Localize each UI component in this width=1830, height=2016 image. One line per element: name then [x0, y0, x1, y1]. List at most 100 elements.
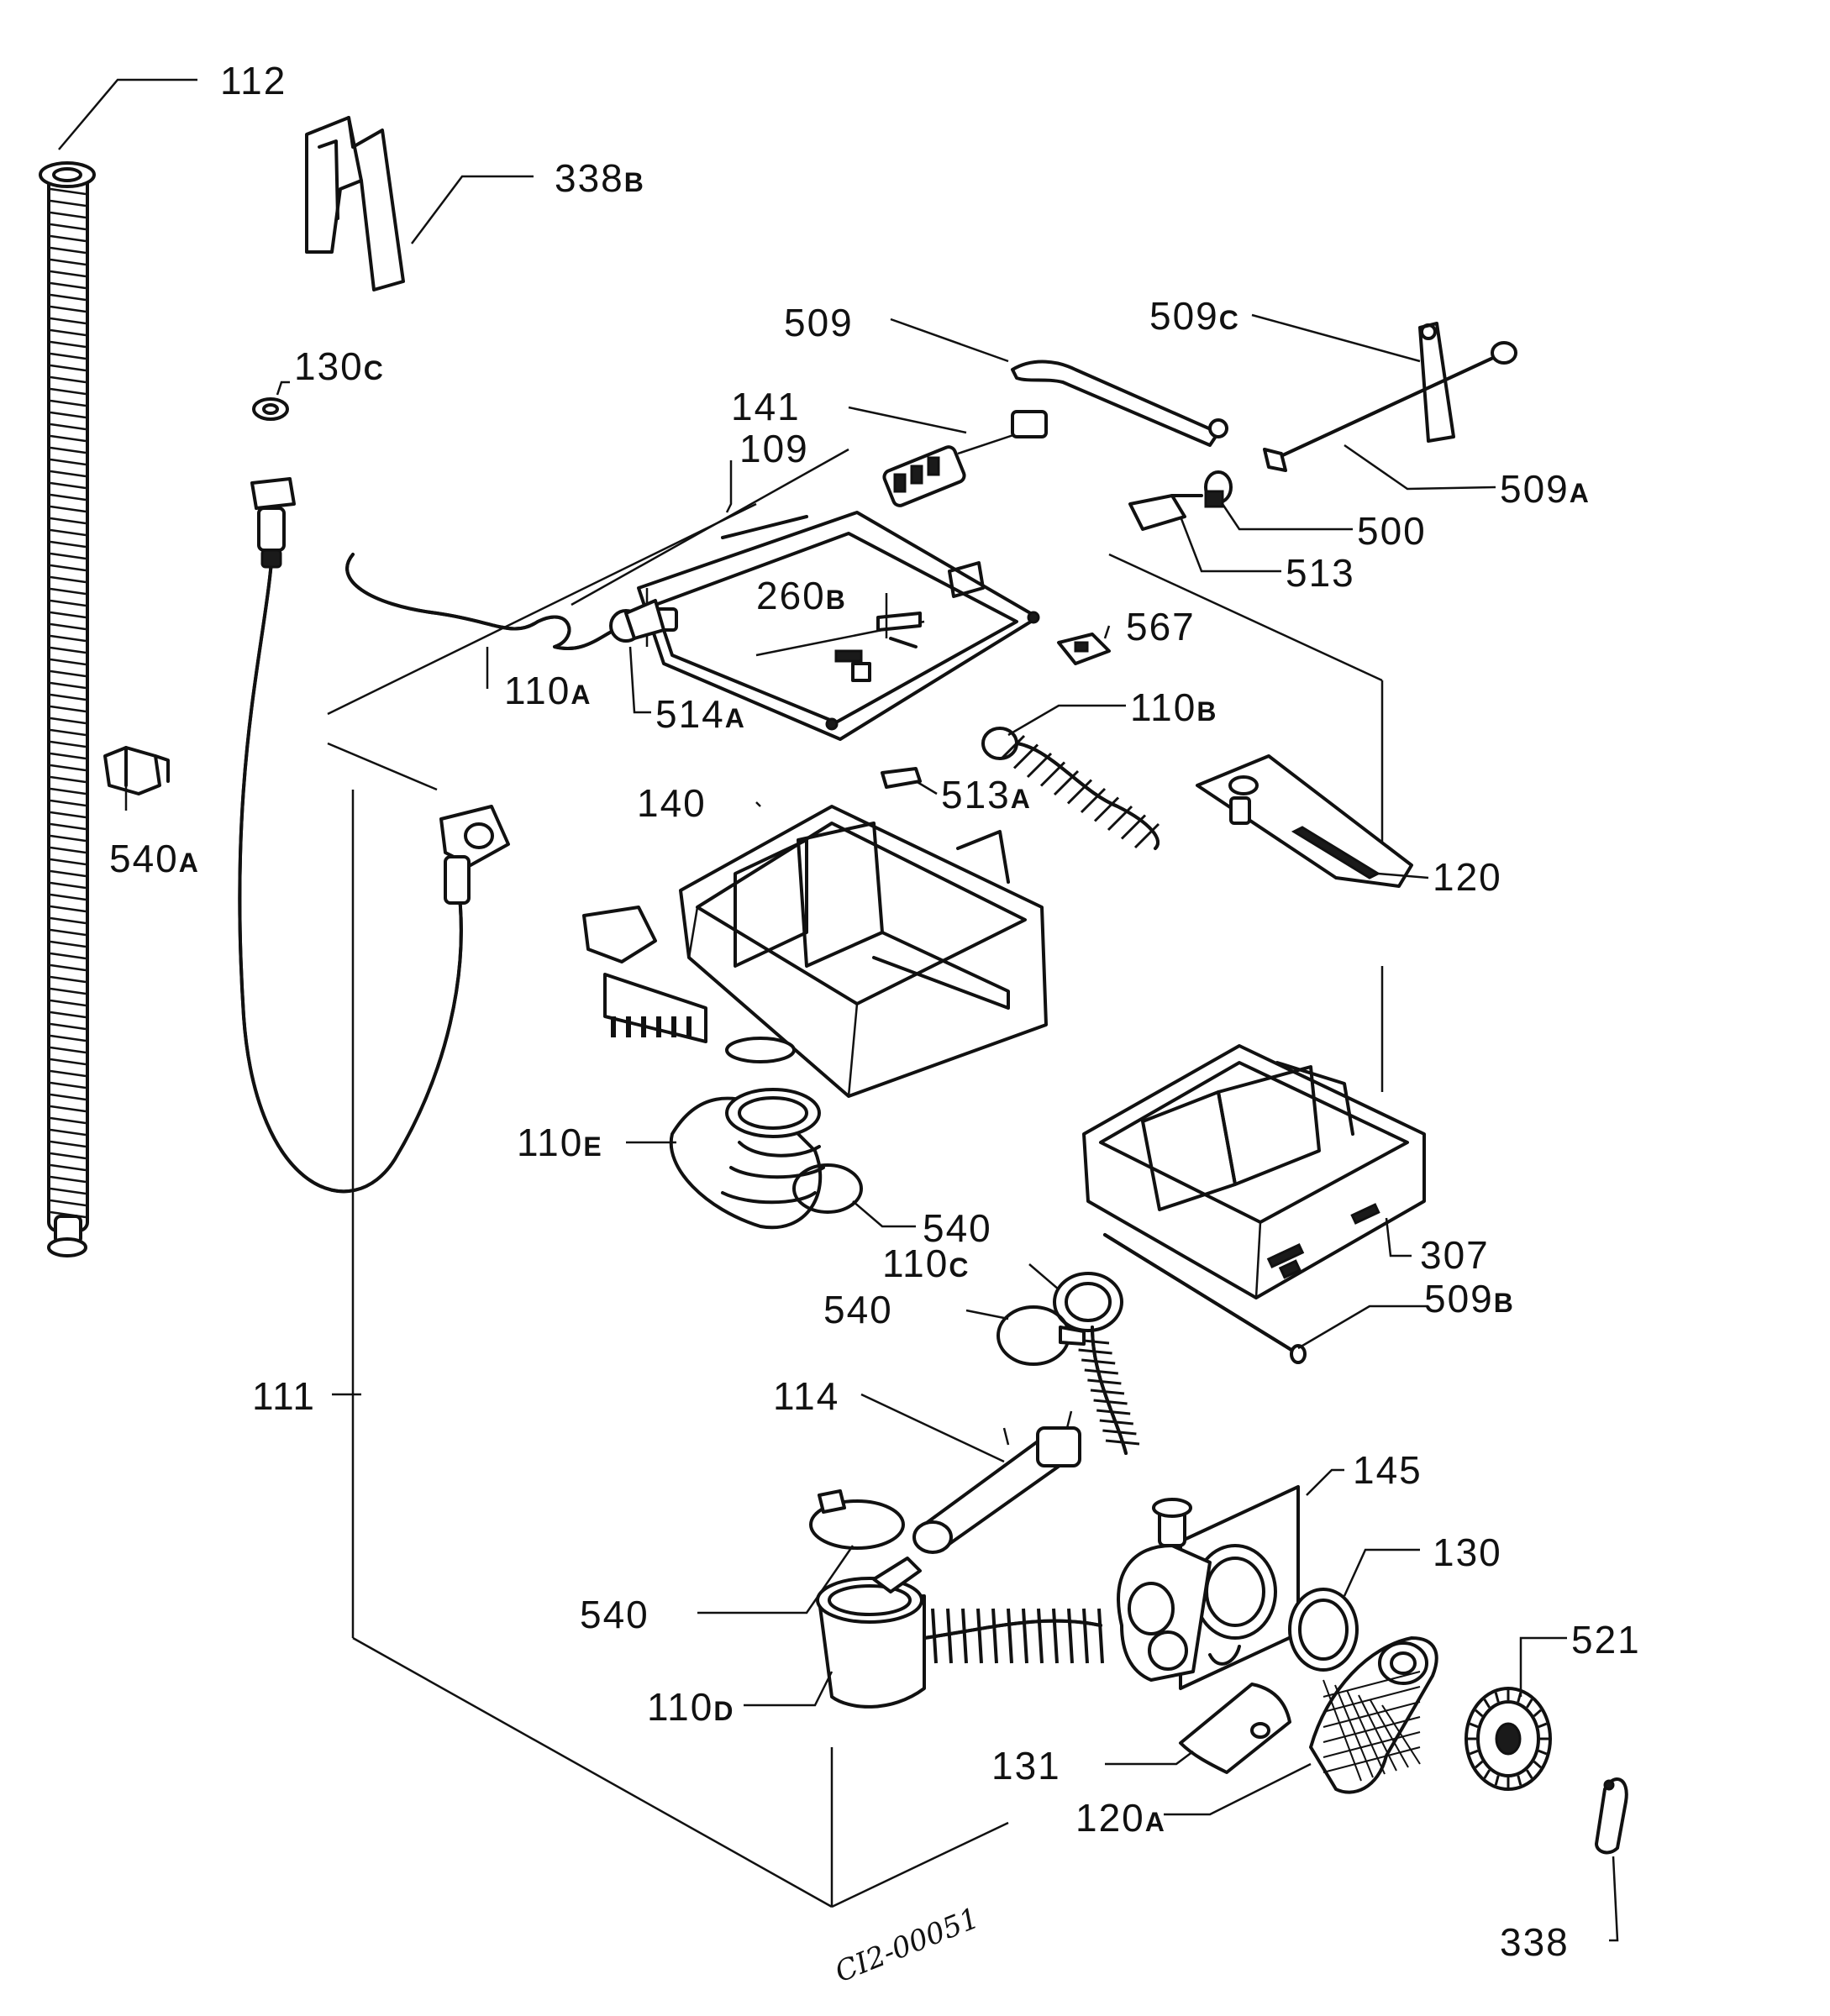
- detail-stroke: [50, 669, 87, 678]
- detail-stroke: [50, 869, 87, 878]
- part-labels: 112 338B 130C 509 509C 141 109 509A 500 …: [109, 59, 1641, 1964]
- valve-pin-500: [1204, 470, 1233, 508]
- dispenser-housing-140: [582, 805, 1048, 1098]
- detail-stroke: [50, 470, 87, 478]
- detail-stroke: [1080, 787, 1107, 814]
- detail-stroke: [50, 975, 87, 984]
- detail-stroke: [50, 905, 87, 913]
- label-509a: 509A: [1500, 467, 1591, 511]
- label-110c: 110C: [882, 1242, 970, 1285]
- detail-stroke: [50, 1058, 87, 1066]
- detail-stroke: [1475, 1760, 1484, 1769]
- detail-stroke: [50, 293, 87, 302]
- solenoid-141: [882, 410, 1048, 507]
- detail-stroke: [50, 881, 87, 890]
- detail-stroke: [50, 1046, 87, 1054]
- hose-clamp-540-a: [792, 1163, 863, 1214]
- detail-stroke: [50, 340, 87, 349]
- detail-stroke: [50, 258, 87, 266]
- detail-stroke: [50, 658, 87, 666]
- detail-stroke: [1081, 1358, 1116, 1365]
- detail-stroke: [50, 1116, 87, 1125]
- detail-stroke: [50, 493, 87, 501]
- detail-stroke: [50, 740, 87, 748]
- detail-stroke: [50, 693, 87, 701]
- dispenser-lid-120: [1196, 754, 1413, 888]
- label-110e: 110E: [517, 1121, 603, 1164]
- detail-stroke: [1026, 752, 1053, 779]
- detail-stroke: [50, 846, 87, 854]
- label-521: 521: [1571, 1618, 1641, 1662]
- detail-stroke: [50, 387, 87, 396]
- detail-stroke: [1090, 1389, 1125, 1395]
- detail-stroke: [1323, 1701, 1421, 1728]
- detail-stroke: [50, 928, 87, 937]
- detail-stroke: [1053, 769, 1080, 796]
- detail-stroke: [1483, 1769, 1491, 1779]
- pump-housing-145: [1117, 1485, 1300, 1690]
- clip-513a: [881, 767, 922, 789]
- detail-stroke: [50, 1163, 87, 1172]
- detail-stroke: [1096, 1409, 1131, 1415]
- hose-110c: [1053, 1272, 1140, 1455]
- detail-stroke: [50, 187, 87, 196]
- detail-stroke: [50, 211, 87, 219]
- detail-stroke: [50, 622, 87, 631]
- bracket-513: [1128, 494, 1203, 531]
- detail-stroke: [1039, 761, 1066, 787]
- hose-clamp-540-c: [809, 1489, 905, 1550]
- detail-stroke: [50, 1093, 87, 1101]
- detail-stroke: [1323, 1686, 1421, 1713]
- detail-stroke: [50, 1022, 87, 1031]
- detail-stroke: [50, 1034, 87, 1042]
- detail-stroke: [1334, 1684, 1374, 1778]
- detail-stroke: [50, 352, 87, 360]
- detail-stroke: [50, 834, 87, 843]
- detergent-drawer-307: [1082, 1044, 1426, 1299]
- detail-stroke: [1007, 1608, 1013, 1664]
- detail-stroke: [50, 587, 87, 596]
- detail-stroke: [50, 540, 87, 549]
- detail-stroke: [50, 364, 87, 372]
- detail-stroke: [1097, 1608, 1104, 1664]
- detail-stroke: [1067, 1608, 1074, 1664]
- detail-stroke: [999, 734, 1026, 761]
- clip-540a: [103, 746, 170, 795]
- detail-stroke: [50, 517, 87, 525]
- detail-stroke: [1323, 1731, 1421, 1758]
- detail-stroke: [50, 1199, 87, 1207]
- detail-stroke: [931, 1608, 938, 1664]
- detail-stroke: [1323, 1716, 1421, 1743]
- sump-hose-110d: [816, 1557, 1104, 1709]
- detail-stroke: [1533, 1760, 1542, 1769]
- detail-stroke: [50, 611, 87, 619]
- lever-509: [1011, 360, 1228, 447]
- detail-stroke: [50, 811, 87, 819]
- nozzle-514a: [609, 599, 665, 643]
- bellows-110e: [669, 1088, 825, 1230]
- label-567: 567: [1126, 605, 1196, 648]
- detail-stroke: [50, 858, 87, 866]
- detail-stroke: [50, 775, 87, 784]
- detail-stroke: [1084, 1368, 1118, 1375]
- detail-stroke: [50, 999, 87, 1007]
- detail-stroke: [50, 234, 87, 243]
- detail-stroke: [50, 281, 87, 290]
- detail-stroke: [50, 963, 87, 972]
- detail-stroke: [1102, 1429, 1137, 1436]
- label-131: 131: [991, 1744, 1061, 1788]
- detail-stroke: [50, 1152, 87, 1160]
- hose-110b: [981, 727, 1160, 850]
- long-inlet-hose-112: [39, 161, 96, 1257]
- hose-hook-338b: [305, 116, 405, 291]
- detail-stroke: [50, 822, 87, 831]
- detail-stroke: [50, 446, 87, 454]
- detail-stroke: [1082, 1608, 1089, 1664]
- detail-stroke: [50, 481, 87, 490]
- detail-stroke: [1538, 1749, 1548, 1756]
- detail-stroke: [1323, 1671, 1421, 1698]
- detail-stroke: [50, 528, 87, 537]
- detail-stroke: [50, 987, 87, 995]
- label-120: 120: [1433, 855, 1502, 899]
